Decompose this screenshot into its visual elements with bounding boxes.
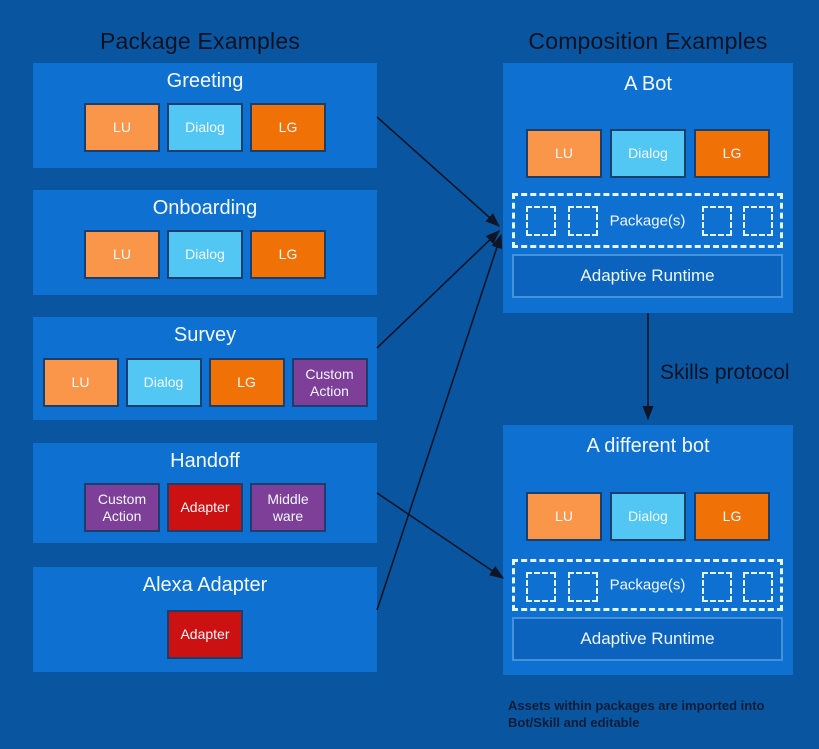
composition-title: A different bot — [586, 435, 710, 457]
packages-slot: Package(s) — [512, 193, 783, 248]
skills-protocol-label: Skills protocol — [660, 361, 790, 384]
chip-dialog: Dialog — [167, 230, 243, 279]
composition-box-a-different-bot: A different bot LU Dialog LG Package(s) … — [503, 425, 793, 675]
package-box-handoff: Handoff Custom Action Adapter Middle war… — [33, 443, 377, 543]
chip-row: Adapter — [33, 610, 377, 659]
chip-lg: LG — [208, 358, 285, 407]
adaptive-runtime: Adaptive Runtime — [512, 254, 783, 298]
composition-title: A Bot — [624, 73, 672, 95]
right-column-heading: Composition Examples — [528, 28, 768, 54]
arrow-greeting-to-abot — [376, 116, 500, 227]
footnote-line-1: Assets within packages are imported into — [508, 698, 765, 713]
package-slot-square — [702, 572, 732, 602]
chip-dialog: Dialog — [610, 492, 686, 541]
chip-custom-action: Custom Action — [291, 358, 368, 407]
arrow-handoff-to-different-bot — [376, 492, 505, 579]
package-slot-square — [568, 206, 598, 236]
chip-row: LU Dialog LG Custom Action — [33, 358, 377, 407]
chip-row: LU Dialog LG — [503, 129, 793, 178]
chip-custom-action: Custom Action — [84, 483, 160, 532]
footnote: Assets within packages are imported into… — [508, 697, 819, 731]
package-title: Onboarding — [152, 197, 258, 219]
chip-adapter: Adapter — [167, 483, 243, 532]
package-title: Alexa Adapter — [142, 574, 268, 596]
package-title: Handoff — [170, 450, 240, 472]
chip-adapter: Adapter — [167, 610, 243, 659]
chip-lu: LU — [84, 103, 160, 152]
package-slot-square — [526, 206, 556, 236]
package-box-greeting: Greeting LU Dialog LG — [33, 63, 377, 168]
composition-box-a-bot: A Bot LU Dialog LG Package(s) Adaptive R… — [503, 63, 793, 313]
chip-lu: LU — [42, 358, 119, 407]
package-title: Greeting — [166, 70, 244, 92]
chip-lg: LG — [694, 492, 770, 541]
package-slot-square — [743, 572, 773, 602]
chip-lg: LG — [250, 103, 326, 152]
chip-lu: LU — [526, 492, 602, 541]
package-box-onboarding: Onboarding LU Dialog LG — [33, 190, 377, 295]
chip-row: LU Dialog LG — [503, 492, 793, 541]
chip-row: Custom Action Adapter Middle ware — [33, 483, 377, 532]
chip-row: LU Dialog LG — [33, 230, 377, 279]
package-slot-square — [702, 206, 732, 236]
chip-lu: LU — [84, 230, 160, 279]
chip-dialog: Dialog — [125, 358, 202, 407]
chip-middleware: Middle ware — [250, 483, 326, 532]
footnote-line-2: Bot/Skill and editable — [508, 715, 640, 731]
chip-lu: LU — [526, 129, 602, 178]
package-slot-square — [743, 206, 773, 236]
package-slot-square — [568, 572, 598, 602]
chip-dialog: Dialog — [167, 103, 243, 152]
left-column-heading: Package Examples — [99, 28, 301, 54]
packages-slot: Package(s) — [512, 559, 783, 611]
chip-row: LU Dialog LG — [33, 103, 377, 152]
package-title: Survey — [173, 324, 237, 346]
arrow-survey-to-abot — [376, 230, 500, 349]
chip-lg: LG — [694, 129, 770, 178]
chip-lg: LG — [250, 230, 326, 279]
chip-dialog: Dialog — [610, 129, 686, 178]
package-slot-square — [526, 572, 556, 602]
packages-label: Package(s) — [609, 212, 686, 229]
package-box-survey: Survey LU Dialog LG Custom Action — [33, 317, 377, 420]
adaptive-runtime: Adaptive Runtime — [512, 617, 783, 661]
packages-label: Package(s) — [609, 576, 686, 594]
arrow-alexa-adapter-to-abot — [376, 233, 503, 611]
package-box-alexa-adapter: Alexa Adapter Adapter — [33, 567, 377, 672]
